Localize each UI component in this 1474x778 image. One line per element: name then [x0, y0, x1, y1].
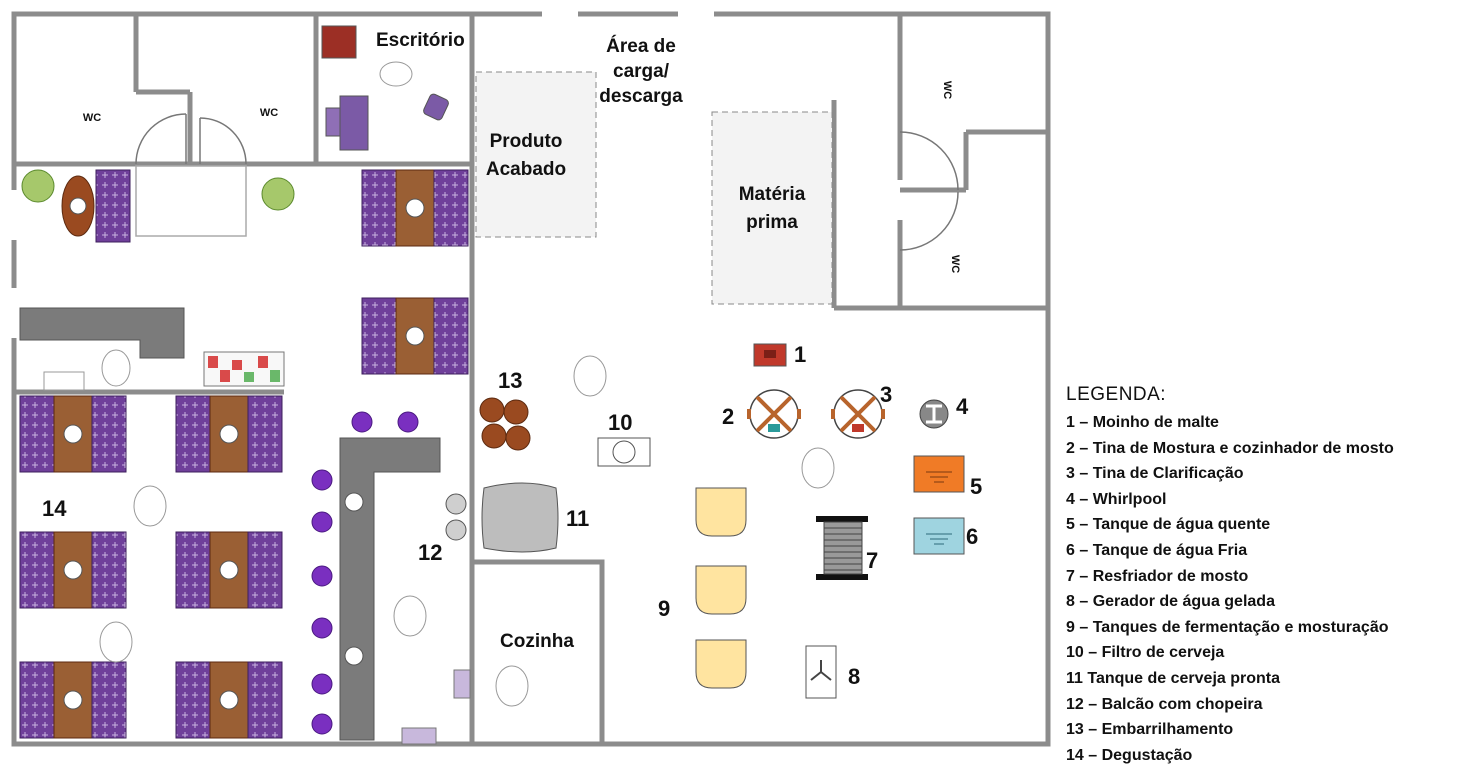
legend: LEGENDA: 1 – Moinho de malte 2 – Tina de… [1066, 384, 1466, 768]
person-icon [379, 61, 413, 87]
marker-12: 12 [418, 540, 442, 565]
person-icon [495, 665, 529, 707]
bar-stool [311, 511, 333, 533]
entrance-decor [21, 169, 295, 243]
table-with-benches [175, 661, 283, 739]
wc-label-1: WC [83, 112, 101, 124]
person-icon [393, 595, 427, 637]
office-desk [339, 95, 369, 151]
zones [475, 71, 833, 305]
wc-label-4: WC [949, 255, 961, 273]
cabinet [321, 25, 357, 59]
table-with-benches [19, 661, 127, 739]
escritorio-label: Escritório [376, 30, 465, 51]
produto-label-2: Acabado [486, 159, 566, 180]
legend-item: 13 – Embarrilhamento [1066, 721, 1234, 739]
wc-label-2: WC [260, 107, 278, 119]
marker-4: 4 [956, 394, 969, 419]
table-with-benches [361, 297, 469, 375]
produto-label-1: Produto [490, 131, 563, 152]
kegs [479, 397, 531, 451]
hot-water-tank [913, 455, 965, 493]
area-carga-label-3: descarga [599, 86, 683, 107]
fermentation-tanks [695, 487, 747, 689]
office-chair [423, 93, 449, 121]
marker-8: 8 [848, 664, 860, 689]
legend-item: 2 – Tina de Mostura e cozinhador de most… [1066, 439, 1394, 457]
legend-item: 14 – Degustação [1066, 746, 1193, 764]
service-counter [19, 307, 285, 391]
materia-label-1: Matéria [739, 184, 806, 205]
cozinha-label: Cozinha [500, 631, 574, 652]
table-with-benches [19, 531, 127, 609]
legend-item: 8 – Gerador de água gelada [1066, 593, 1275, 611]
bar-counter [311, 411, 441, 741]
marker-2: 2 [722, 404, 734, 429]
bar-stools [311, 411, 419, 735]
misc-chairs [401, 669, 471, 745]
legend-title: LEGENDA: [1066, 384, 1167, 405]
legend-item: 5 – Tanque de água quente [1066, 516, 1271, 534]
table-with-benches [175, 531, 283, 609]
legend-item: 4 – Whirlpool [1066, 490, 1167, 508]
tasting-tables [19, 169, 469, 739]
legend-item: 7 – Resfriador de mosto [1066, 567, 1249, 585]
person-icon [133, 485, 167, 527]
wort-chiller [816, 516, 868, 580]
legend-item: 11 Tanque de cerveja pronta [1066, 669, 1281, 687]
marker-13: 13 [498, 368, 522, 393]
bright-beer-tank [481, 482, 559, 553]
marker-5: 5 [970, 474, 982, 499]
marker-11: 11 [566, 506, 589, 531]
bar-stool [311, 565, 333, 587]
markers: 1 2 3 4 5 6 7 8 9 10 11 12 13 14 [42, 342, 982, 689]
room-labels: Escritório Área de carga/ descarga Produ… [83, 30, 961, 652]
lauter-tun [831, 389, 885, 439]
bar-stool [351, 411, 373, 433]
materia-prima-zone [711, 111, 833, 305]
person-icon [573, 355, 607, 397]
bar-stool [397, 411, 419, 433]
marker-3: 3 [880, 382, 892, 407]
produto-acabado-zone [475, 71, 597, 238]
legend-item: 10 – Filtro de cerveja [1066, 644, 1225, 662]
marker-7: 7 [866, 548, 878, 573]
materia-label-2: prima [746, 212, 798, 233]
area-carga-label-2: carga/ [613, 61, 670, 82]
plant-icon [261, 177, 295, 211]
plant-icon [21, 169, 55, 203]
wc-label-3: WC [941, 81, 953, 99]
bar-stool [311, 713, 333, 735]
legend-item: 9 – Tanques de fermentação e mosturação [1066, 618, 1389, 636]
legend-item: 6 – Tanque de água Fria [1066, 541, 1248, 559]
marker-14: 14 [42, 496, 67, 521]
marker-6: 6 [966, 524, 978, 549]
beer-tap [445, 519, 467, 541]
beer-tap [445, 493, 467, 515]
legend-item: 1 – Moinho de malte [1066, 414, 1219, 431]
table-with-benches [19, 395, 127, 473]
table-with-benches [361, 169, 469, 247]
bar-stool [311, 617, 333, 639]
bar-stool [311, 673, 333, 695]
door-gaps [10, 10, 714, 338]
legend-item: 3 – Tina de Clarificação [1066, 465, 1244, 483]
table-with-benches [175, 395, 283, 473]
marker-10: 10 [608, 410, 632, 435]
wc-doors [135, 113, 959, 251]
equipment [99, 343, 965, 707]
cold-water-tank [913, 517, 965, 555]
person-icon [101, 349, 131, 387]
marker-1: 1 [794, 342, 806, 367]
marker-9: 9 [658, 596, 670, 621]
bar-stool [311, 469, 333, 491]
walls [11, 11, 1051, 747]
office-furniture [321, 25, 449, 151]
area-carga-label-1: Área de [606, 35, 676, 57]
mash-tun [747, 389, 801, 439]
legend-item: 12 – Balcão com chopeira [1066, 695, 1263, 713]
person-icon [801, 447, 835, 489]
person-icon [99, 621, 133, 663]
